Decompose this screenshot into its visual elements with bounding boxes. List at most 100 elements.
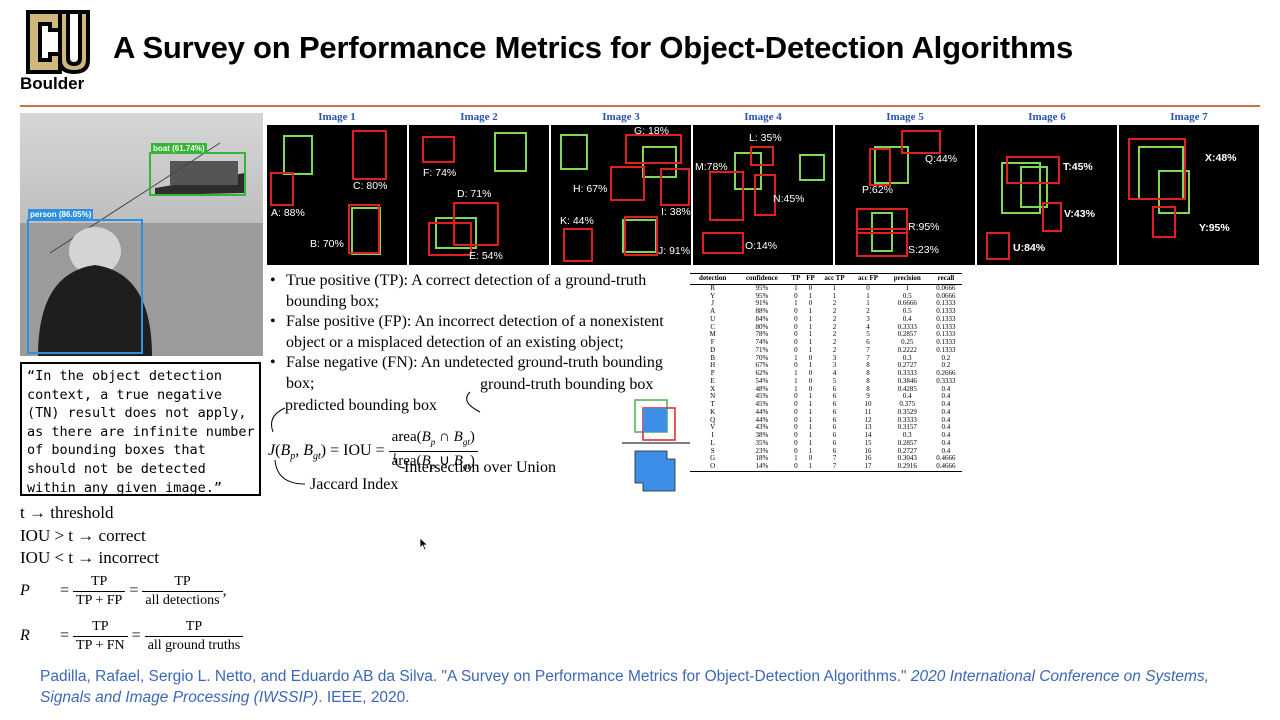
table-cell: 7 [817,462,852,472]
detection-box [270,172,294,206]
table-cell: 0.3333 [897,369,917,377]
fn-definition: False negative (FN): An undetected groun… [268,353,693,394]
detection-box [610,166,645,201]
true-negative-quote: “In the object detection context, a true… [20,362,261,496]
table-cell: 1 [808,314,813,323]
table-cell: 7 [866,353,870,362]
table-cell: 1 [808,423,813,432]
table-cell: 1 [808,345,813,354]
table-cell: 0.1333 [936,314,956,323]
ground-truth-box [799,154,825,181]
table-cell: 0 [794,431,798,439]
citation-venue: 2020 International Conference on Systems… [40,668,1209,706]
table-cell: 0 [788,462,804,472]
table-cell: 0 [808,454,813,463]
table-cell: 1 [808,291,813,300]
citation[interactable]: Padilla, Rafael, Sergio L. Netto, and Ed… [40,667,1250,708]
image-6-panel: T:45%V:43%U:84% [977,125,1117,265]
table-cell: 6 [832,446,837,455]
table-cell: 0.4 [941,407,951,416]
table-cell: K [710,407,716,416]
table-cell: 45% [755,400,769,408]
table-cell: 0 [794,345,798,354]
image-6-label: Image 6 [1028,111,1066,123]
table-cell: 2 [832,338,837,346]
table-cell: 3 [866,314,870,323]
table-cell: 1 [794,376,798,385]
table-cell: 0.2666 [936,369,956,377]
table-cell: 0 [808,353,813,362]
table-cell: 0.4 [902,392,912,401]
table-cell: 0.4285 [897,384,917,393]
table-cell: 8 [866,384,870,393]
table-cell: 2 [832,345,837,354]
detection-label: M:78% [695,161,728,173]
table-cell: D [710,345,716,354]
table-cell: 1 [808,438,813,447]
table-cell: 44% [755,415,769,424]
image-4-panel: L: 35%M:78%N:45%O:14% [693,125,833,265]
table-cell: 1 [832,291,837,300]
table-cell: B [710,353,715,362]
table-cell: 0.4 [941,446,951,455]
ground-truth-box [1020,166,1048,208]
table-cell: 0.2857 [897,330,917,339]
table-cell: O [690,462,736,472]
table-cell: 0.1333 [936,299,956,308]
table-cell: 10 [864,400,872,408]
table-cell: X [710,384,716,393]
table-cell: 1 [905,283,910,292]
image-4-label: Image 4 [744,111,782,123]
table-cell: 0.2 [941,361,951,370]
detection-box [428,222,472,256]
detection-label: J: 91% [658,245,691,257]
table-cell: 0.4666 [929,462,962,472]
table-cell: 0.3529 [897,407,917,416]
image-2-panel: F: 74%D: 71%E: 54% [409,125,549,265]
table-cell: Y [710,291,716,300]
detection-box [901,130,941,154]
detection-label: U:84% [1013,242,1046,254]
cu-logo [22,8,92,76]
image-3-label: Image 3 [602,111,640,123]
header-divider [20,105,1260,107]
table-cell: 0 [794,400,798,408]
table-cell: 6 [866,338,870,346]
iou-diagram [622,399,690,492]
table-cell: 0.2916 [884,462,930,472]
table-cell: 91% [755,299,769,308]
table-cell: 0 [794,330,798,339]
table-cell: 0 [794,415,798,424]
table-cell: 0 [794,361,798,370]
table-cell: 0 [794,338,798,346]
table-cell: 0 [808,283,813,292]
table-cell: 4 [832,369,837,377]
table-header: acc FP [851,273,885,285]
detection-label: Y:95% [1199,222,1230,234]
table-cell: 67% [755,361,769,370]
table-cell: 0.4 [941,431,951,439]
table-cell: 0.3333 [936,376,956,385]
table-cell: P [710,369,715,377]
gt-box-label: ground-truth bounding box [480,376,654,393]
table-cell: 0 [794,438,798,447]
table-cell: 0.1333 [936,338,956,346]
table-cell: 2 [832,322,837,331]
boat-label: boat (61.74%) [151,143,207,154]
table-cell: 0.4 [902,314,912,323]
detection-label: X:48% [1205,152,1237,164]
detection-label: S:23% [908,244,939,256]
